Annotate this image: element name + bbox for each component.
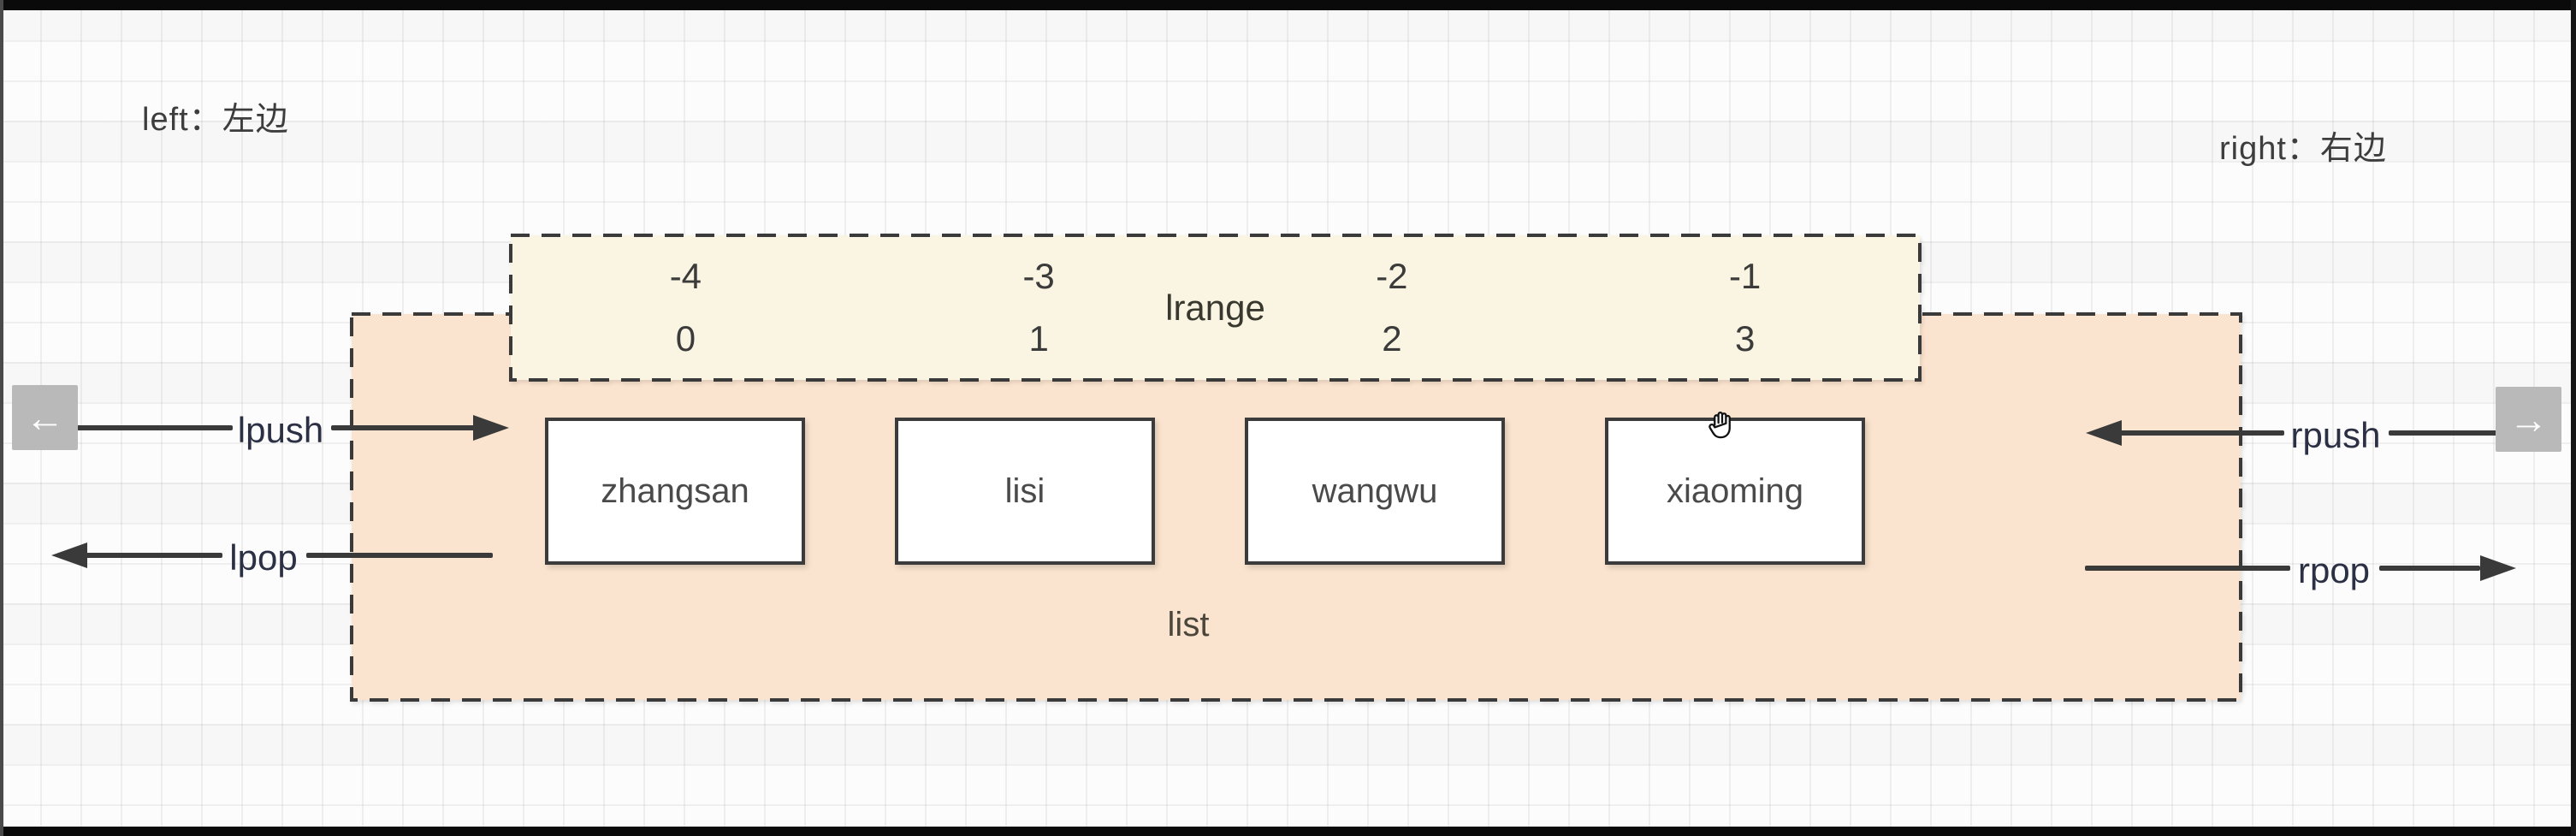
negative-index: -1: [1728, 256, 1762, 297]
negative-index: -2: [1376, 256, 1408, 297]
right-screen-edge: [2571, 0, 2576, 836]
negative-index: -3: [1022, 256, 1055, 297]
next-slide-button[interactable]: →: [2496, 387, 2561, 452]
lpop-arrowhead-icon: [51, 543, 87, 568]
rpop-arrow-line: [2085, 566, 2290, 571]
rpush-arrow-line: [2389, 430, 2509, 436]
rpop-label: rpop: [2297, 550, 2371, 590]
lpop-label: lpop: [229, 537, 298, 578]
positive-index: 0: [675, 317, 696, 359]
previous-slide-button[interactable]: ←: [12, 385, 78, 450]
lrange-box-border: [509, 234, 1922, 382]
lrange-box: [509, 234, 1922, 382]
lrange-column: -2 2: [1216, 234, 1569, 382]
list-title: list: [1167, 606, 1210, 643]
lrange-column: -4 0: [509, 234, 862, 382]
list-item-box: wangwu: [1245, 418, 1505, 565]
lpop-arrow-line: [306, 553, 493, 558]
positive-index: 1: [1028, 317, 1049, 359]
lpush-arrowhead-icon: [473, 415, 509, 441]
note-left-definition: left：左边: [142, 102, 289, 138]
rpop-arrowhead-icon: [2480, 555, 2516, 581]
lrange-column: -1 3: [1568, 234, 1922, 382]
hand-cursor-icon: [1708, 412, 1731, 439]
lrange-column: -3 1: [862, 234, 1216, 382]
lpush-label: lpush: [237, 410, 324, 450]
rpush-arrow-line: [2120, 430, 2284, 436]
list-item-box: zhangsan: [545, 418, 805, 565]
arrow-left-icon: ←: [25, 395, 65, 440]
note-right-definition: right：右边: [2219, 131, 2387, 167]
left-screen-edge: [0, 0, 3, 836]
arrow-right-icon: →: [2508, 397, 2549, 442]
lpush-arrow-line: [74, 425, 233, 430]
list-item-box: xiaoming: [1605, 418, 1865, 565]
rpop-arrow-line: [2379, 566, 2480, 571]
top-letterbox-bar: [0, 0, 2576, 10]
lpush-arrow-line: [331, 425, 475, 430]
rpush-label: rpush: [2290, 415, 2381, 455]
negative-index: -4: [669, 256, 702, 297]
bottom-letterbox-bar: [0, 827, 2576, 836]
positive-index: 3: [1734, 317, 1756, 359]
rpush-arrowhead-icon: [2086, 420, 2122, 446]
lpop-arrow-line: [86, 553, 222, 558]
positive-index: 2: [1382, 317, 1402, 359]
list-item-box: lisi: [895, 418, 1155, 565]
lrange-index-grid: -4 0 -3 1 -2 2 -1 3: [509, 234, 1922, 382]
